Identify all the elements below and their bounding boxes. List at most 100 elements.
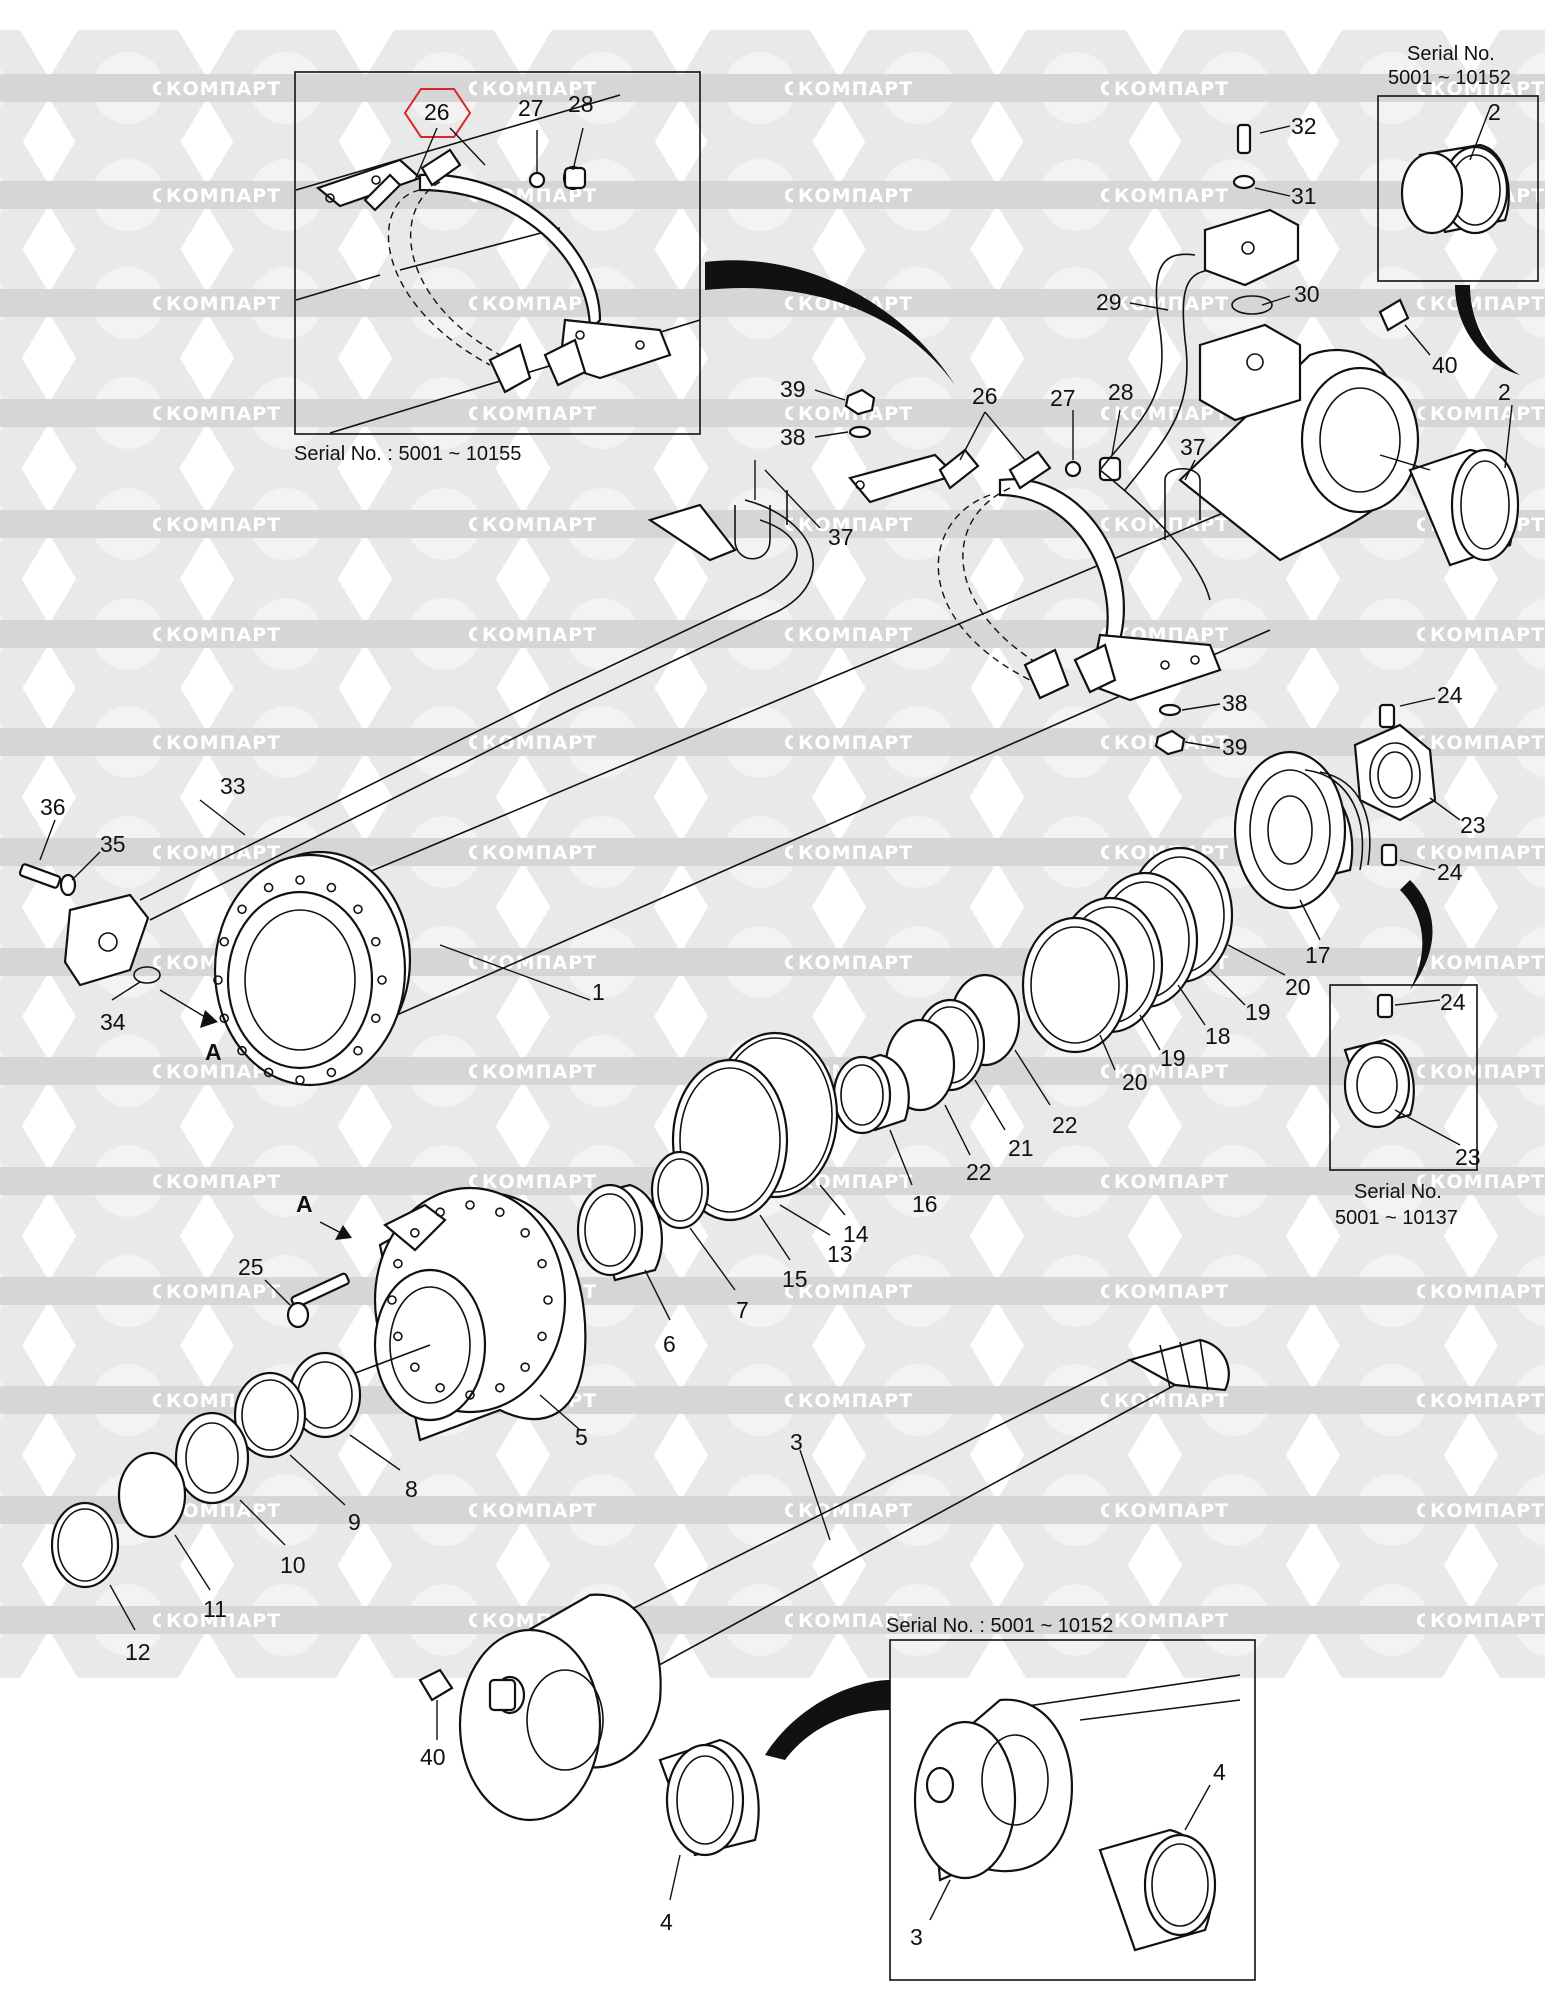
callout-13: 13 [827, 1241, 853, 1267]
inset-arrow-3 [1400, 880, 1433, 990]
head-bolt-hole [435, 1207, 445, 1218]
watermark-text: КОМПАРТ [166, 185, 281, 207]
cylinder-head: 5 A 25 8 9 10 11 12 [50, 1186, 588, 1665]
head-bolt-hole [537, 1331, 547, 1342]
watermark-text: КОМПАРТ [798, 842, 913, 864]
watermark-text: КОМПАРТ [798, 1390, 913, 1412]
head-bolt-hole [393, 1258, 403, 1269]
watermark-tile: КОМПАРТCOMPART [1425, 1562, 1545, 1678]
callout-37-right: 37 [1180, 434, 1206, 460]
callout-40-bottom: 40 [420, 1744, 446, 1770]
callout-26: 26 [424, 99, 450, 125]
head-bolt-hole [520, 1228, 530, 1238]
watermark-text: КОМПАРТ [1430, 1390, 1545, 1412]
callout-26-main: 26 [972, 383, 998, 409]
callout-18: 18 [1205, 1023, 1231, 1049]
flange-bolt-hole [370, 936, 381, 947]
watermark-text: КОМПАРТ [1430, 293, 1545, 315]
flange-bolt-hole [213, 975, 223, 985]
head-bolt-hole [410, 1228, 420, 1238]
inset-arrow-2 [1455, 285, 1520, 375]
flange-bolt-hole [219, 936, 230, 947]
callout-23-b: 23 [1455, 1144, 1481, 1170]
watermark-tile: КОМПАРТCOMPART [1425, 355, 1545, 471]
flange-bolt-hole [370, 1013, 381, 1024]
watermark-text: КОМПАРТ [482, 403, 597, 425]
serial-note-top-right-2: 5001 ~ 10152 [1388, 67, 1511, 89]
watermark-text: КОМПАРТ [798, 403, 913, 425]
flange-bolt-hole [353, 904, 363, 915]
watermark-text: КОМПАРТ [482, 1061, 597, 1083]
callout-39-top: 39 [780, 376, 806, 402]
head-bolt-hole [495, 1382, 505, 1393]
flange-bolt-hole [377, 975, 387, 985]
watermark-text: КОМПАРТ [166, 78, 281, 100]
head-bolt-hole [520, 1362, 530, 1372]
inset-bottom-right: 4 3 [889, 1639, 1256, 1981]
watermark-tile: КОМПАРТCOMPART [1425, 904, 1545, 1020]
callout-20-b: 20 [1122, 1069, 1148, 1095]
callout-17: 17 [1305, 942, 1331, 968]
flange-bolt-hole [295, 875, 305, 885]
callout-32: 32 [1291, 113, 1317, 139]
watermark-text: КОМПАРТ [798, 514, 913, 536]
callout-2-inset: 2 [1488, 99, 1501, 125]
inset-arrow-4 [765, 1680, 890, 1760]
watermark-tile: КОМПАРТCOMPART [1425, 1342, 1545, 1458]
watermark-text: КОМПАРТ [482, 1500, 597, 1522]
watermark-text: КОМПАРТ [1430, 1500, 1545, 1522]
watermark-text: КОМПАРТ [1114, 1061, 1229, 1083]
head-bolt-hole [537, 1258, 547, 1269]
callout-4-inset: 4 [1213, 1759, 1226, 1785]
flange-bolt-hole [263, 1067, 274, 1078]
watermark-text: КОМПАРТ [166, 1610, 281, 1632]
flange-bolt-hole [237, 904, 247, 915]
head-bolt-hole [410, 1362, 420, 1372]
callout-28-main: 28 [1108, 379, 1134, 405]
view-a-label-1: A [205, 1039, 222, 1065]
watermark-tile: КОМПАРТCOMPART [1425, 1233, 1545, 1349]
watermark-text: КОМПАРТ [1430, 842, 1545, 864]
inset-arrow [705, 260, 955, 385]
watermark-text: КОМПАРТ [482, 624, 597, 646]
watermark-text: КОМПАРТ [482, 514, 597, 536]
flange-bolt-hole [295, 1075, 305, 1085]
head-bolt-hole [387, 1295, 397, 1305]
callout-28: 28 [568, 91, 594, 117]
callout-14: 14 [843, 1221, 869, 1247]
watermark-text: КОМПАРТ [798, 185, 913, 207]
flange-bolt-hole [263, 882, 274, 893]
watermark-text: КОМПАРТ [1114, 78, 1229, 100]
watermark-text: КОМПАРТ [1430, 1610, 1545, 1632]
watermark-text: КОМПАРТ [166, 1281, 281, 1303]
serial-note-top-left: Serial No. : 5001 ~ 10155 [294, 443, 521, 465]
callout-6: 6 [663, 1331, 676, 1357]
flange-bolt-hole [237, 1045, 247, 1056]
watermark-tile: КОМПАРТCOMPART [1425, 794, 1545, 910]
callout-15: 15 [782, 1266, 808, 1292]
callout-7: 7 [736, 1297, 749, 1323]
callout-33: 33 [220, 773, 246, 799]
callout-24-c: 24 [1440, 989, 1466, 1015]
watermark-text: КОМПАРТ [798, 1281, 913, 1303]
callout-24-a: 24 [1437, 682, 1463, 708]
watermark-text: КОМПАРТ [1114, 1281, 1229, 1303]
callout-1: 1 [592, 979, 605, 1005]
callout-24-b: 24 [1437, 859, 1463, 885]
callout-4: 4 [660, 1909, 673, 1935]
callout-30: 30 [1294, 281, 1320, 307]
watermark-text: КОМПАРТ [166, 1500, 281, 1522]
watermark-text: КОМПАРТ [798, 624, 913, 646]
callout-11: 11 [203, 1596, 227, 1622]
watermark-text: КОМПАРТ [1430, 624, 1545, 646]
callout-20-a: 20 [1285, 974, 1311, 1000]
watermark-text: КОМПАРТ [1430, 1061, 1545, 1083]
callout-8: 8 [405, 1476, 418, 1502]
highlight-hexagon [403, 88, 472, 138]
watermark-text: КОМПАРТ [482, 78, 597, 100]
watermark-tile: КОМПАРТCOMPART [1425, 30, 1545, 146]
piston-stack: 24 24 23 17 20 19 18 19 20 [576, 682, 1486, 1357]
watermark-text: КОМПАРТ [798, 732, 913, 754]
watermark-text: КОМПАРТ [1430, 403, 1545, 425]
